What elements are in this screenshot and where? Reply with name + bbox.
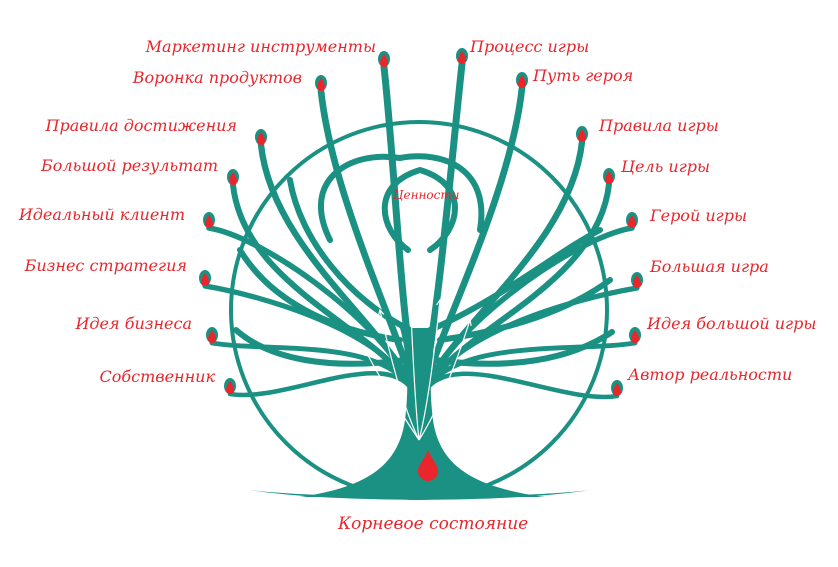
- label-game-rules: Правила игры: [599, 116, 719, 135]
- branch-secondary: [432, 329, 615, 367]
- bud-drop: [605, 171, 613, 184]
- bud-drop: [201, 273, 209, 286]
- label-business-idea: Идея бизнеса: [75, 314, 192, 333]
- flow-arrow: [418, 299, 441, 441]
- label-game-hero: Герой игры: [650, 206, 747, 225]
- branch: [416, 371, 620, 408]
- label-game-process: Процесс игры: [470, 37, 590, 56]
- bud-drop: [633, 275, 641, 288]
- branch-secondary: [287, 177, 413, 333]
- branch: [415, 60, 466, 409]
- bud-drop: [578, 129, 586, 142]
- flow-arrowhead: [406, 288, 414, 296]
- label-ideal-client: Идеальный клиент: [18, 205, 185, 224]
- label-heros-path: Путь героя: [533, 66, 634, 85]
- flow-arrow: [379, 309, 420, 441]
- flow-arrow: [364, 349, 420, 441]
- bud-drop: [317, 78, 325, 91]
- label-values: Ценности: [393, 188, 460, 202]
- branch: [227, 370, 422, 408]
- label-game-goal: Цель игры: [621, 157, 711, 176]
- bud-drop: [205, 215, 213, 228]
- label-root-state: Корневое состояние: [338, 514, 529, 534]
- branch: [415, 84, 526, 409]
- label-achievement-rules: Правила достижения: [45, 116, 237, 135]
- branch-secondary: [233, 327, 408, 367]
- flow-arrow: [409, 289, 420, 441]
- flow-arrowhead: [465, 318, 472, 327]
- label-big-game: Большая игра: [650, 257, 769, 276]
- flow-arrowhead: [364, 348, 371, 357]
- flow-arrowhead: [377, 308, 385, 316]
- inner-loop: [317, 153, 485, 253]
- flow-arrow: [418, 319, 471, 441]
- bud-drop: [613, 383, 621, 396]
- bud-drop: [226, 381, 234, 394]
- branch-secondary: [237, 247, 403, 343]
- flow-arrowhead: [436, 298, 443, 306]
- bud-drop: [380, 54, 388, 67]
- label-owner: Собственник: [99, 367, 216, 386]
- bud-drop: [631, 330, 639, 343]
- label-product-funnel: Воронка продуктов: [132, 68, 302, 87]
- ground-base: [250, 490, 590, 500]
- root-drop: [418, 450, 438, 481]
- bud-drop: [257, 132, 265, 145]
- bud-drop: [518, 75, 526, 88]
- bud-drop: [229, 172, 237, 185]
- label-big-game-idea: Идея большой игры: [647, 314, 817, 333]
- branch-secondary: [427, 227, 603, 333]
- branch: [317, 87, 423, 409]
- bud-drop: [208, 330, 216, 343]
- branch: [380, 63, 423, 409]
- trunk: [300, 328, 545, 497]
- label-business-strategy: Бизнес стратегия: [24, 256, 187, 275]
- label-big-result: Большой результат: [41, 156, 218, 175]
- label-reality-author: Автор реальности: [628, 365, 793, 384]
- bud-drop: [628, 215, 636, 228]
- bud-drop: [458, 51, 466, 64]
- label-marketing-tools: Маркетинг инструменты: [145, 37, 376, 56]
